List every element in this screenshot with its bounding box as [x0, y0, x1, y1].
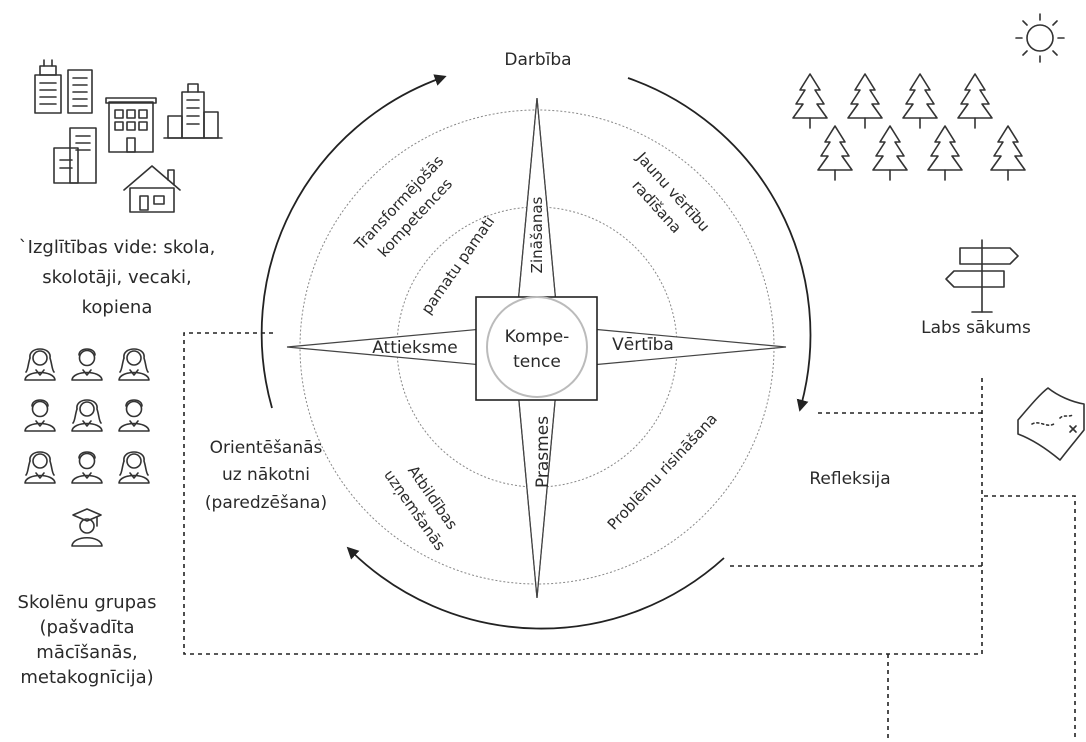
person-icon	[118, 399, 150, 432]
tree-icon	[872, 125, 908, 181]
label-refleksija: Refleksija	[809, 469, 890, 489]
star-ray-vertical-overlay	[513, 97, 561, 599]
label-darbiba: Darbība	[504, 50, 571, 70]
person-icon	[118, 451, 150, 484]
arc-top-left	[260, 74, 447, 409]
center-label-1: Kompe-	[505, 327, 570, 347]
arc-top-right	[627, 77, 812, 412]
house-icon	[123, 165, 181, 213]
ring-label-problemu: Problēmu risināšana	[604, 410, 721, 534]
person-icon	[71, 399, 103, 432]
axis-label-left: Attieksme	[372, 338, 458, 358]
arc-bottom	[346, 546, 725, 630]
students-label-4: metakognīcija)	[20, 667, 153, 688]
label-orientesanas-2: uz nākotni	[222, 465, 310, 485]
axis-label-top: Zināšanas	[528, 196, 546, 273]
tree-icon	[847, 73, 883, 129]
students-icons	[24, 348, 150, 547]
students-label-1: Skolēnu grupas	[18, 592, 157, 613]
students-label-2: (pašvadīta	[39, 617, 134, 638]
sun-icon	[1015, 13, 1065, 63]
students-label-3: mācīšanās,	[36, 642, 137, 663]
person-icon	[71, 348, 103, 381]
building-icon	[67, 69, 93, 114]
building-icon	[34, 59, 62, 114]
tree-icon	[990, 125, 1026, 181]
tree-icon	[817, 125, 853, 181]
center-label-2: tence	[513, 352, 561, 372]
compass	[260, 74, 812, 630]
trees	[792, 73, 1026, 181]
person-icon	[24, 451, 56, 484]
person-icon	[71, 451, 103, 484]
school-label-2: skolotāji, vecaki,	[42, 267, 192, 288]
person-icon	[24, 348, 56, 381]
building-icon	[163, 83, 223, 139]
label-orientesanas-1: Orientēšanās	[210, 438, 323, 458]
axis-label-right: Vērtība	[612, 335, 674, 355]
person-icon	[118, 348, 150, 381]
tree-icon	[902, 73, 938, 129]
school-label-3: kopiena	[82, 297, 153, 318]
label-labs-sakums: Labs sākums	[921, 318, 1031, 338]
dashed-connectors	[183, 332, 1076, 740]
ring-label-transformejosas: Transformējošās kompetences	[350, 152, 456, 261]
person-icon	[24, 399, 56, 432]
center-circle	[486, 296, 588, 398]
signpost-icon	[945, 239, 1019, 313]
graduate-icon	[71, 508, 103, 547]
tree-icon	[957, 73, 993, 129]
axis-label-bottom: Prasmes	[533, 416, 553, 488]
map-icon	[1017, 387, 1085, 461]
label-orientesanas-3: (paredzēšana)	[205, 493, 327, 513]
school-icons	[34, 59, 223, 213]
tree-icon	[927, 125, 963, 181]
tree-icon	[792, 73, 828, 129]
ring-label-atbildibas: Atbildības uzņemšanās	[380, 462, 461, 554]
building-icon	[53, 127, 97, 184]
ring-label-jaunu-vertibu: Jaunu vērtību radīšana	[628, 148, 713, 237]
school-label-1: `Izglītības vide: skola,	[19, 237, 216, 258]
building-icon	[105, 97, 157, 153]
